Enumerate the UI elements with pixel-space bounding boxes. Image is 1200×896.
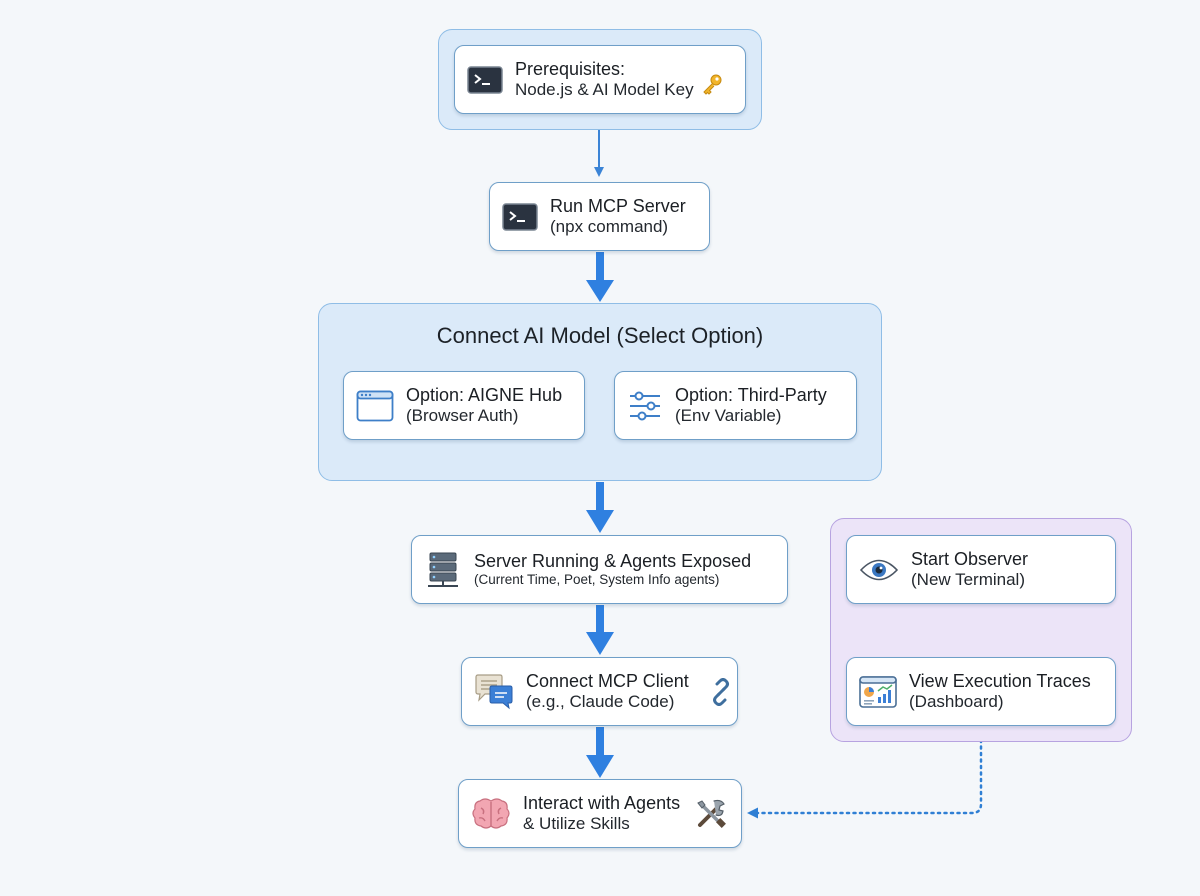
key-icon bbox=[700, 73, 724, 97]
traces-node[interactable]: View Execution Traces (Dashboard) bbox=[846, 657, 1116, 726]
option-aigne-hub-subtitle: (Browser Auth) bbox=[406, 406, 519, 426]
chat-icon bbox=[474, 673, 514, 710]
terminal-icon bbox=[467, 65, 503, 94]
run-server-title: Run MCP Server bbox=[550, 195, 686, 216]
terminal-icon bbox=[502, 202, 538, 231]
interact-title: Interact with Agents bbox=[523, 792, 681, 813]
connect-model-title: Connect AI Model (Select Option) bbox=[436, 323, 764, 348]
server-running-node[interactable]: Server Running & Agents Exposed (Current… bbox=[411, 535, 788, 604]
run-server-subtitle: (npx command) bbox=[550, 217, 669, 237]
prerequisites-subtitle: Node.js & AI Model Key bbox=[515, 80, 694, 100]
connect-client-title: Connect MCP Client bbox=[526, 670, 689, 691]
arrow-running-to-client bbox=[586, 605, 614, 655]
sliders-icon bbox=[627, 389, 663, 423]
browser-window-icon bbox=[356, 390, 394, 422]
interact-node[interactable]: Interact with Agents & Utilize Skills bbox=[458, 779, 742, 848]
arrow-client-to-interact bbox=[586, 727, 614, 778]
option-third-party-title: Option: Third-Party bbox=[675, 384, 827, 405]
prerequisites-node[interactable]: Prerequisites: Node.js & AI Model Key bbox=[454, 45, 746, 114]
brain-icon bbox=[471, 797, 511, 831]
arrow-run-to-connect bbox=[586, 252, 614, 302]
traces-subtitle: (Dashboard) bbox=[909, 692, 1004, 712]
arrow-connect-to-running bbox=[586, 482, 614, 533]
option-third-party-node[interactable]: Option: Third-Party (Env Variable) bbox=[614, 371, 857, 440]
connect-client-node[interactable]: Connect MCP Client (e.g., Claude Code) bbox=[461, 657, 738, 726]
link-icon bbox=[707, 677, 735, 706]
prerequisites-title: Prerequisites: bbox=[515, 58, 626, 79]
dashboard-icon bbox=[859, 675, 897, 708]
option-third-party-subtitle: (Env Variable) bbox=[675, 406, 782, 426]
option-aigne-hub-node[interactable]: Option: AIGNE Hub (Browser Auth) bbox=[343, 371, 585, 440]
connect-client-subtitle: (e.g., Claude Code) bbox=[526, 692, 675, 712]
server-running-subtitle: (Current Time, Poet, System Info agents) bbox=[474, 572, 720, 588]
server-icon bbox=[424, 551, 462, 589]
observer-subtitle: (New Terminal) bbox=[911, 570, 1025, 590]
run-server-node[interactable]: Run MCP Server (npx command) bbox=[489, 182, 710, 251]
observer-node[interactable]: Start Observer (New Terminal) bbox=[846, 535, 1116, 604]
eye-icon bbox=[859, 557, 899, 583]
traces-title: View Execution Traces bbox=[909, 670, 1091, 691]
observer-title: Start Observer bbox=[911, 548, 1029, 569]
option-aigne-hub-title: Option: AIGNE Hub bbox=[406, 384, 563, 405]
interact-subtitle: & Utilize Skills bbox=[523, 814, 630, 834]
tools-icon bbox=[694, 797, 728, 831]
server-running-title: Server Running & Agents Exposed bbox=[474, 550, 752, 571]
